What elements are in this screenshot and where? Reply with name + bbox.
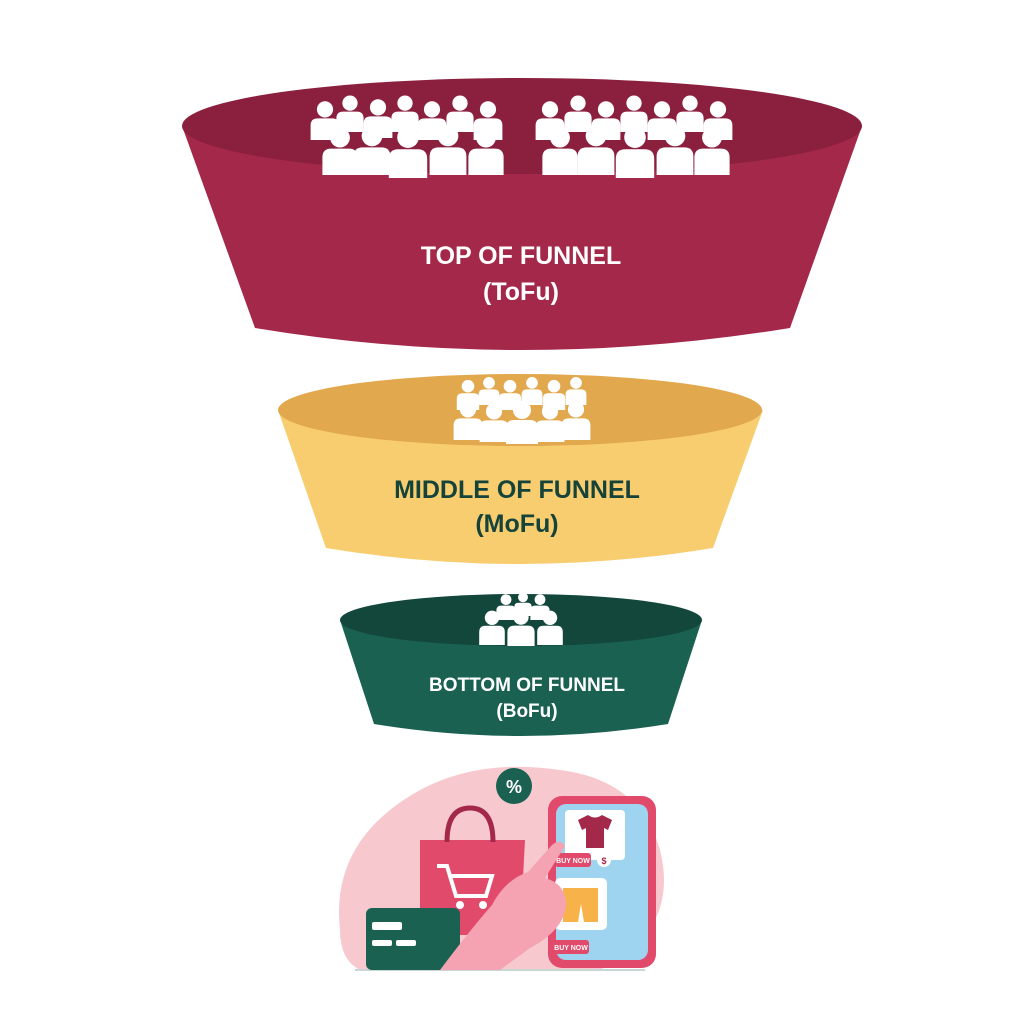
funnel-stage-middle: MIDDLE OF FUNNEL (MoFu): [278, 374, 763, 564]
price-symbol: $: [601, 856, 606, 866]
stage-title-bottom: BOTTOM OF FUNNEL: [429, 675, 625, 696]
tshirt-icon: [578, 815, 612, 848]
buy-now-button-1: BUY NOW: [556, 858, 590, 865]
cart-icon: [437, 864, 495, 909]
buy-now-button-2: BUY NOW: [554, 945, 588, 952]
svg-text:%: %: [506, 777, 522, 797]
credit-card-icon: [366, 908, 460, 970]
smartphone-icon: BUY NOW $ BUY NOW: [548, 796, 656, 968]
stage-title-top: TOP OF FUNNEL: [421, 242, 621, 270]
pointing-hand-icon: [440, 841, 566, 970]
funnel-stage-top: TOP OF FUNNEL (ToFu): [182, 78, 862, 350]
percent-badge: %: [496, 768, 532, 804]
stage-title-middle: MIDDLE OF FUNNEL: [394, 476, 640, 504]
stage-abbrev-middle: (MoFu): [475, 510, 558, 538]
funnel-stage-bottom: BOTTOM OF FUNNEL (BoFu): [340, 592, 702, 736]
stage-abbrev-top: (ToFu): [483, 278, 559, 306]
stage-abbrev-bottom: (BoFu): [496, 701, 557, 722]
shorts-icon: [563, 888, 598, 922]
shopping-illustration: % BUY NOW $ BUY NOW: [339, 766, 664, 971]
